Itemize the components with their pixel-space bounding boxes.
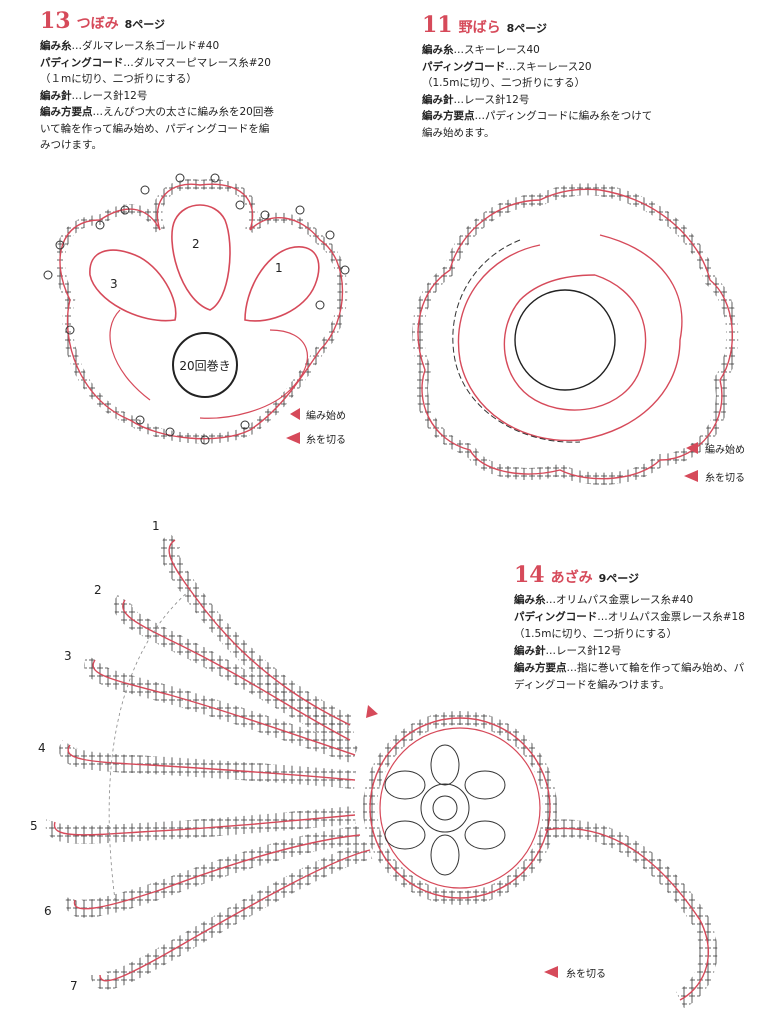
thistle-petal-label-3: 3 bbox=[64, 649, 72, 663]
thistle-diagram: 1 2 3 4 5 6 7 糸を切る bbox=[30, 519, 718, 1009]
cord-note: （1.5mに切り、二つ折りにする） bbox=[422, 77, 586, 89]
thistle-petal-numbers: 1 2 3 4 5 6 7 bbox=[30, 519, 160, 993]
yarn-line: 編み糸…ダルマレース糸ゴールド#40 bbox=[40, 40, 220, 52]
thistle-head-cord bbox=[363, 711, 557, 905]
thistle-petal-label-5: 5 bbox=[30, 819, 38, 833]
needle-line: 編み針…レース針12号 bbox=[40, 89, 148, 102]
bud-petal-1 bbox=[244, 246, 320, 322]
rose-middle-line bbox=[457, 234, 683, 442]
method-line: 編み方要点…えんぴつ大の太さに編み糸を20回巻 bbox=[40, 106, 274, 118]
bud-petal-label-2: 2 bbox=[192, 237, 200, 251]
thistle-petal-label-6: 6 bbox=[44, 904, 52, 918]
thistle-flower-motif bbox=[384, 744, 506, 876]
bud-legend-cut: 糸を切る bbox=[306, 434, 346, 446]
rose-outer-line bbox=[417, 188, 733, 480]
bud-petal-3 bbox=[89, 249, 177, 322]
pattern-13-info: 13 つぼみ 8ページ 編み糸…ダルマレース糸ゴールド#40 パディングコード…… bbox=[40, 8, 274, 154]
cut-marker-icon bbox=[544, 966, 558, 978]
needle-line: 編み針…レース針12号 bbox=[422, 93, 530, 106]
pattern-11-header: 11 野ばら 8ページ bbox=[422, 12, 652, 38]
rose-chain-ring bbox=[452, 239, 581, 443]
pattern-11-page: 8ページ bbox=[506, 22, 548, 35]
pattern-13-title: つぼみ bbox=[76, 16, 119, 32]
thistle-legend: 糸を切る bbox=[544, 966, 606, 980]
thistle-head-inner bbox=[379, 727, 541, 889]
method-line: 編み方要点…パディングコードに編み糸をつけて bbox=[422, 110, 653, 122]
thistle-guide-arc bbox=[108, 589, 191, 901]
cord-note: （１mに切り、二つ折りにする） bbox=[40, 73, 197, 85]
yarn-line: 編み糸…オリムパス金票レース糸#40 bbox=[514, 594, 694, 606]
thistle-petal-5 bbox=[45, 806, 356, 844]
bud-picots bbox=[43, 173, 350, 445]
pattern-11-info: 11 野ばら 8ページ 編み糸…スキーレース40 パディングコード…スキーレース… bbox=[422, 12, 652, 141]
method-line-2: いて輪を作って編み始め、パディングコードを編 bbox=[40, 122, 270, 135]
bud-petal-label-3: 3 bbox=[110, 277, 118, 291]
thistle-petal-label-1: 1 bbox=[152, 519, 160, 533]
needle-line: 編み針…レース針12号 bbox=[514, 645, 622, 657]
thistle-head-outer bbox=[369, 717, 551, 899]
pattern-11-title: 野ばら bbox=[458, 20, 501, 36]
bud-petal-label-1: 1 bbox=[275, 261, 283, 275]
bud-outer-line bbox=[59, 183, 344, 440]
pattern-13-page: 8ページ bbox=[124, 18, 166, 31]
thistle-petals bbox=[45, 532, 373, 990]
thistle-petal-label-2: 2 bbox=[94, 583, 102, 597]
pattern-14-info: 14 あざみ 9ページ 編み糸…オリムパス金票レース糸#40 パディングコード…… bbox=[514, 562, 745, 694]
start-marker-icon bbox=[290, 408, 300, 420]
pattern-14-page: 9ページ bbox=[598, 572, 640, 585]
rose-center-ring bbox=[514, 289, 616, 391]
wild-rose-diagram: 編み始め 糸を切る bbox=[412, 183, 745, 485]
cord-note: （1.5mに切り、二つ折りにする） bbox=[514, 628, 678, 640]
rose-legend-start: 編み始め bbox=[705, 443, 745, 456]
rose-outer-cord bbox=[412, 183, 739, 485]
thistle-legend-cut: 糸を切る bbox=[566, 968, 606, 980]
thistle-petal-label-7: 7 bbox=[70, 979, 78, 993]
bud-diagram: 20回巻き 1 2 3 編み始め 糸を切る bbox=[43, 173, 350, 446]
cut-marker-icon bbox=[286, 432, 300, 444]
bud-petal-2 bbox=[171, 204, 231, 311]
rose-legend-cut: 糸を切る bbox=[705, 472, 745, 484]
bud-inner-line bbox=[109, 309, 308, 419]
method-line-2: ディングコードを編みつけます。 bbox=[514, 679, 670, 691]
bud-center-label: 20回巻き bbox=[179, 359, 230, 373]
method-line-2: 編み始めます。 bbox=[422, 126, 495, 139]
bud-legend-start: 編み始め bbox=[306, 409, 346, 422]
thistle-petal-label-4: 4 bbox=[38, 741, 46, 755]
bud-center-ring bbox=[172, 332, 238, 398]
pattern-11-number: 11 bbox=[422, 12, 453, 38]
start-marker-icon bbox=[686, 442, 698, 454]
yarn-line: 編み糸…スキーレース40 bbox=[422, 44, 540, 56]
method-line: 編み方要点…指に巻いて輪を作って編み始め、パ bbox=[514, 662, 745, 674]
cord-line: パディングコード…スキーレース20 bbox=[422, 60, 592, 73]
rose-legend: 編み始め 糸を切る bbox=[684, 442, 745, 484]
start-marker-icon bbox=[366, 705, 378, 718]
cord-line: パディングコード…オリムパス金票レース糸#18 bbox=[514, 611, 745, 623]
pattern-14-number: 14 bbox=[514, 562, 545, 588]
pattern-14-header: 14 あざみ 9ページ bbox=[514, 562, 745, 588]
bud-legend: 編み始め 糸を切る bbox=[286, 408, 346, 446]
pattern-14-title: あざみ bbox=[550, 570, 593, 586]
method-line-3: みつけます。 bbox=[40, 139, 102, 151]
thistle-stem-line bbox=[544, 827, 709, 1001]
cord-line: パディングコード…ダルマスーピマレース糸#20 bbox=[40, 56, 271, 69]
pattern-13-number: 13 bbox=[40, 8, 71, 34]
pattern-13-header: 13 つぼみ 8ページ bbox=[40, 8, 274, 34]
cut-marker-icon bbox=[684, 470, 698, 482]
rose-inner-line bbox=[503, 274, 647, 411]
